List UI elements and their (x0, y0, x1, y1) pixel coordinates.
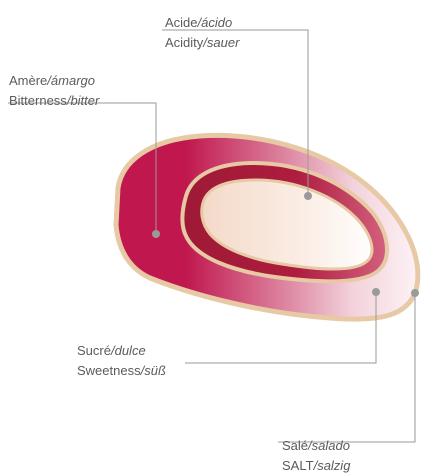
label-bitterness-fr: Amère (9, 73, 47, 88)
label-acidity-de: sauer (207, 35, 240, 50)
label-salt: Salé/salado SALT/salzig (282, 436, 350, 476)
label-bitterness: Amère/ámargo Bitterness/bitter (9, 71, 99, 111)
label-salt-en: SALT (282, 458, 314, 473)
label-salt-es: salado (312, 438, 350, 453)
label-acidity-es: ácido (201, 15, 232, 30)
label-acidity: Acide/ácido Acidity/sauer (165, 13, 239, 53)
label-salt-de: salzig (317, 458, 350, 473)
label-sweetness-de: süß (144, 363, 166, 378)
label-sweetness-en: Sweetness (77, 363, 141, 378)
label-salt-fr: Salé (282, 438, 308, 453)
label-sweetness-fr: Sucré (77, 343, 111, 358)
label-bitterness-en: Bitterness (9, 93, 67, 108)
pointer-dot-salt (411, 289, 419, 297)
label-sweetness: Sucré/dulce Sweetness/süß (77, 341, 166, 381)
label-acidity-fr: Acide (165, 15, 198, 30)
label-bitterness-de: bitter (70, 93, 99, 108)
pointer-dot-acid (304, 192, 312, 200)
label-sweetness-es: dulce (115, 343, 146, 358)
pointer-dot-bitter (152, 230, 160, 238)
label-bitterness-es: ámargo (51, 73, 95, 88)
label-acidity-en: Acidity (165, 35, 203, 50)
pointer-dot-sweet (372, 288, 380, 296)
